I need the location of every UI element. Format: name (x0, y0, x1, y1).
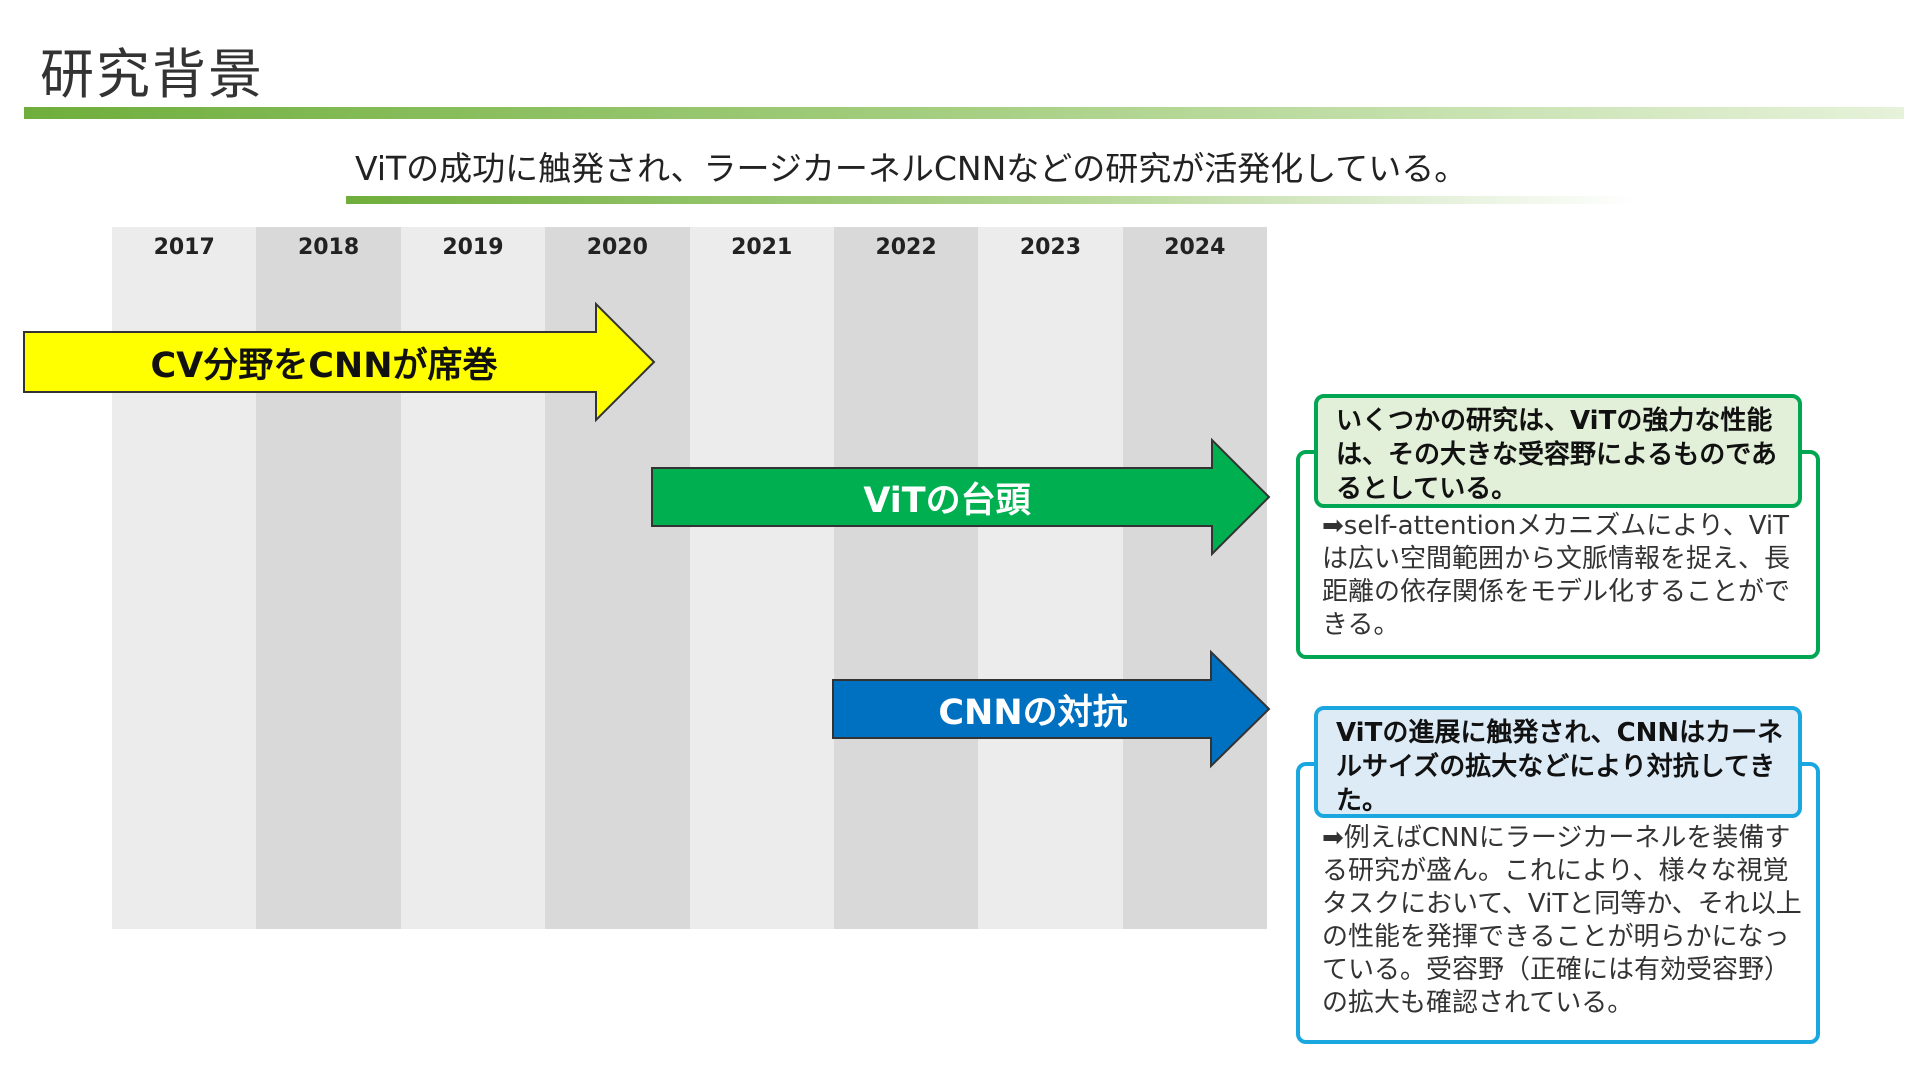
arrow-cnn-dominance-label: CV分野をCNNが席巻 (150, 345, 498, 386)
year-label: 2020 (586, 235, 648, 260)
arrow-cnn-counter-label: CNNの対抗 (938, 692, 1128, 733)
arrow-cnn-counter-fill (832, 649, 1271, 769)
subtitle-underline (346, 196, 1636, 204)
year-label: 2022 (875, 235, 937, 260)
callout-vit-receptive-field-heading: いくつかの研究は、ViTの強力な性能は、その大きな受容野によるものであるとしてい… (1314, 394, 1802, 508)
callout-cnn-large-kernel: ViTの進展に触発され、CNNはカーネルサイズの拡大などにより対抗してきた。 ➡… (1296, 706, 1820, 1044)
arrow-vit-rise: ViTの台頭 (651, 437, 1271, 557)
year-label: 2019 (442, 235, 504, 260)
year-label: 2017 (153, 235, 215, 260)
year-label: 2021 (731, 235, 793, 260)
callout-vit-receptive-field-body: ➡self-attentionメカニズムにより、ViTは広い空間範囲から文脈情報… (1322, 511, 1791, 640)
arrow-vit-rise-fill (651, 437, 1271, 557)
arrow-cnn-dominance-shape (23, 301, 656, 423)
arrow-cnn-dominance: CV分野をCNNが席巻 (23, 301, 656, 423)
arrow-cnn-counter: CNNの対抗 (832, 649, 1271, 769)
page-subtitle: ViTの成功に触発され、ラージカーネルCNNなどの研究が活発化している。 (355, 149, 1468, 188)
year-column-2022: 2022 (833, 227, 979, 929)
year-label: 2018 (297, 235, 360, 260)
year-column-2023: 2023 (978, 227, 1123, 929)
arrow-vit-rise-shape (651, 437, 1271, 557)
year-label: 2023 (1019, 235, 1082, 260)
year-column-2024: 2024 (1122, 227, 1267, 929)
timeline-grid: 2017 2018 2019 2020 2021 2022 2023 2024 (112, 227, 1267, 929)
year-label: 2024 (1164, 235, 1226, 260)
arrow-cnn-counter-shape (832, 649, 1271, 769)
page-title: 研究背景 (40, 43, 264, 106)
callout-cnn-large-kernel-body: ➡例えばCNNにラージカーネルを装備する研究が盛ん。これにより、様々な視覚タスク… (1322, 823, 1802, 1018)
title-underline (24, 107, 1904, 119)
arrow-cnn-dominance-fill (23, 301, 656, 423)
callout-cnn-large-kernel-heading: ViTの進展に触発され、CNNはカーネルサイズの拡大などにより対抗してきた。 (1314, 706, 1802, 818)
year-column-2021: 2021 (689, 227, 834, 929)
callout-vit-receptive-field: いくつかの研究は、ViTの強力な性能は、その大きな受容野によるものであるとしてい… (1296, 394, 1820, 659)
arrow-vit-rise-label: ViTの台頭 (863, 480, 1031, 521)
